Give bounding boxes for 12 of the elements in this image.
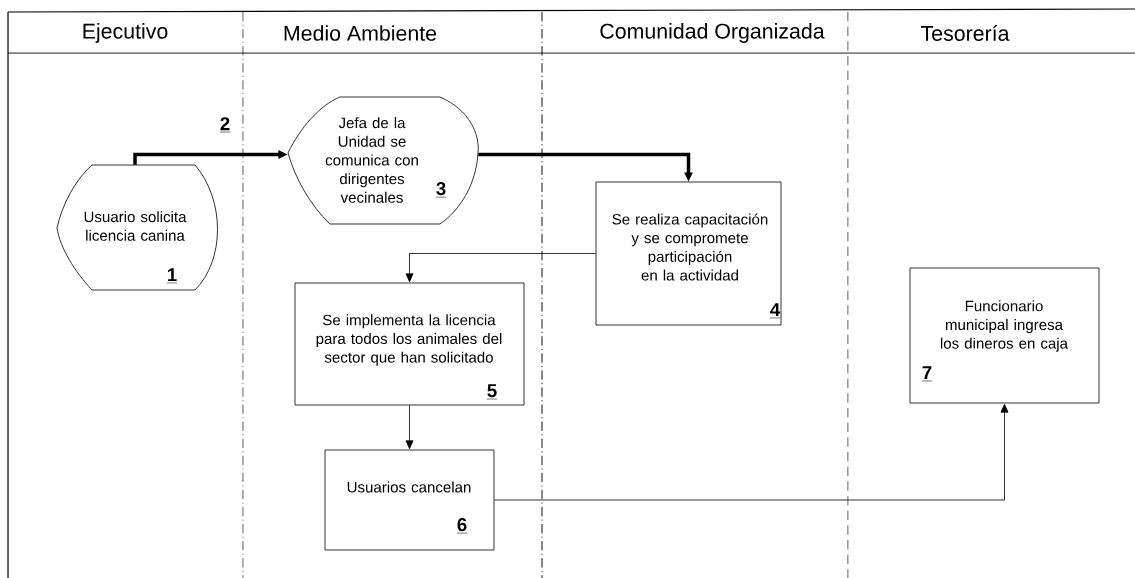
lane-header: Tesorería	[921, 25, 1010, 41]
arrow	[405, 404, 414, 450]
lane-header: Comunidad Organizada	[600, 23, 825, 43]
process-box: Se implementa la licencia para todos los animales del sector que han solicitado 5	[294, 282, 525, 406]
process-box: Funcionario municipal ingresa los dineros en caja 7	[909, 267, 1100, 404]
arrow	[493, 403, 1009, 501]
lane-header: Medio Ambiente	[284, 25, 437, 41]
edge-label: 2	[219, 117, 231, 133]
arrow	[405, 253, 597, 283]
process-box: Se realiza capacitación y se compromete participación en la actividad 4	[595, 181, 782, 326]
lane-header: Ejecutivo	[83, 23, 168, 43]
process-box: Usuarios cancelan 6	[324, 449, 495, 551]
